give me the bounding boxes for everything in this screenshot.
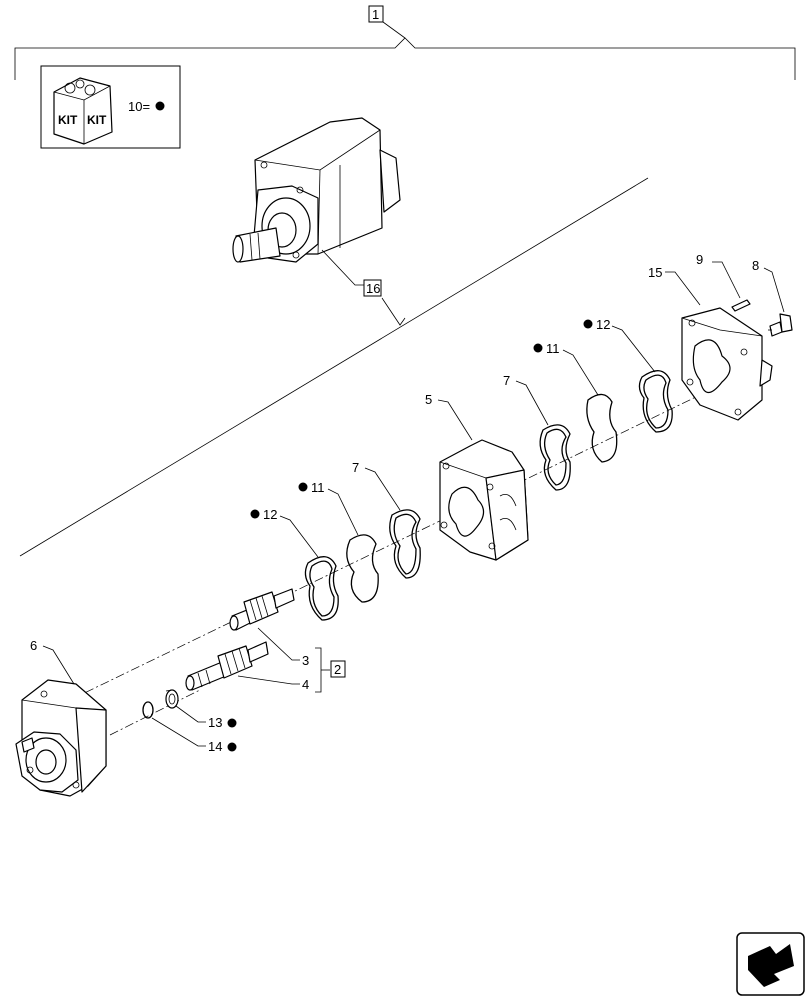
- callout-box-2[interactable]: 2: [330, 660, 346, 678]
- callout-12-left-label: 12: [263, 507, 277, 522]
- callout-1-label: 1: [372, 7, 379, 22]
- callout-11-left[interactable]: 11: [298, 480, 359, 536]
- kit-legend-text: 10=: [128, 99, 150, 114]
- callout-16-label: 16: [366, 281, 380, 296]
- kit-bullet-11-left: [298, 482, 308, 492]
- callout-16[interactable]: 16: [321, 249, 406, 326]
- callout-11-left-label: 11: [311, 480, 325, 495]
- callout-8[interactable]: 8: [752, 258, 785, 313]
- dowel-pin-9[interactable]: [731, 299, 751, 312]
- callout-14[interactable]: 14: [151, 717, 237, 754]
- callout-5-label: 5: [425, 392, 432, 407]
- kit-bullet-dot: [155, 101, 165, 111]
- bushing-13[interactable]: [165, 689, 179, 709]
- callout-12-left[interactable]: 12: [250, 507, 319, 558]
- retaining-ring-14[interactable]: [142, 701, 154, 719]
- callout-7-right[interactable]: 7: [503, 373, 549, 426]
- gear-shaft-3[interactable]: [229, 588, 295, 631]
- kit-label-left: KIT: [58, 113, 78, 127]
- separator-line: [19, 177, 649, 557]
- callout-6-label: 6: [30, 638, 37, 653]
- rear-cover-15[interactable]: [681, 307, 773, 421]
- seal-7-right[interactable]: [539, 424, 571, 491]
- front-cover-6[interactable]: [15, 679, 107, 797]
- bolt-8[interactable]: [768, 313, 793, 337]
- o-ring-11-left[interactable]: [346, 534, 379, 603]
- callout-13-label: 13: [208, 715, 222, 730]
- next-page-arrow-icon[interactable]: [736, 932, 805, 996]
- callout-11-right[interactable]: 11: [533, 341, 599, 396]
- o-ring-11-right[interactable]: [586, 393, 618, 463]
- gear-shaft-4[interactable]: [185, 641, 269, 691]
- callout-box-1[interactable]: 1: [368, 5, 384, 23]
- gasket-12-left[interactable]: [304, 556, 339, 621]
- callout-13[interactable]: 13: [175, 705, 237, 730]
- callout-15-label: 15: [648, 265, 662, 280]
- kit-label-right: KIT: [87, 113, 107, 127]
- callout-12-right[interactable]: 12: [583, 317, 656, 373]
- gasket-12-right[interactable]: [638, 370, 673, 433]
- kit-bullet-11-right: [533, 343, 543, 353]
- center-axis-upper: [69, 394, 701, 701]
- callout-5[interactable]: 5: [425, 392, 473, 441]
- callout-14-label: 14: [208, 739, 222, 754]
- callout-8-label: 8: [752, 258, 759, 273]
- kit-bullet-13: [227, 718, 237, 728]
- kit-legend-box: KIT KIT 10=: [40, 65, 181, 149]
- callout-2-label: 2: [334, 662, 341, 677]
- seal-7-left[interactable]: [389, 509, 421, 579]
- assembly-bracket: [14, 21, 796, 80]
- kit-bullet-12-left: [250, 509, 260, 519]
- kit-icon: KIT KIT: [53, 77, 113, 145]
- assembled-pump-illustration[interactable]: [232, 117, 401, 263]
- callout-9[interactable]: 9: [696, 252, 741, 299]
- callout-7-left-label: 7: [352, 460, 359, 475]
- callout-15[interactable]: 15: [648, 265, 701, 306]
- callout-6[interactable]: 6: [30, 638, 75, 685]
- callout-7-left[interactable]: 7: [352, 460, 401, 511]
- callout-4-label: 4: [302, 677, 309, 692]
- kit-bullet-12-right: [583, 319, 593, 329]
- gear-set-bracket-2: [315, 647, 330, 693]
- kit-bullet-14: [227, 742, 237, 752]
- callout-4[interactable]: 4: [237, 675, 309, 692]
- callout-3[interactable]: 3: [257, 627, 309, 668]
- callout-11-right-label: 11: [546, 341, 560, 356]
- callout-7-right-label: 7: [503, 373, 510, 388]
- pump-body-5[interactable]: [439, 439, 529, 561]
- callout-3-label: 3: [302, 653, 309, 668]
- callout-9-label: 9: [696, 252, 703, 267]
- center-axis-lower: [109, 689, 201, 736]
- callout-12-right-label: 12: [596, 317, 610, 332]
